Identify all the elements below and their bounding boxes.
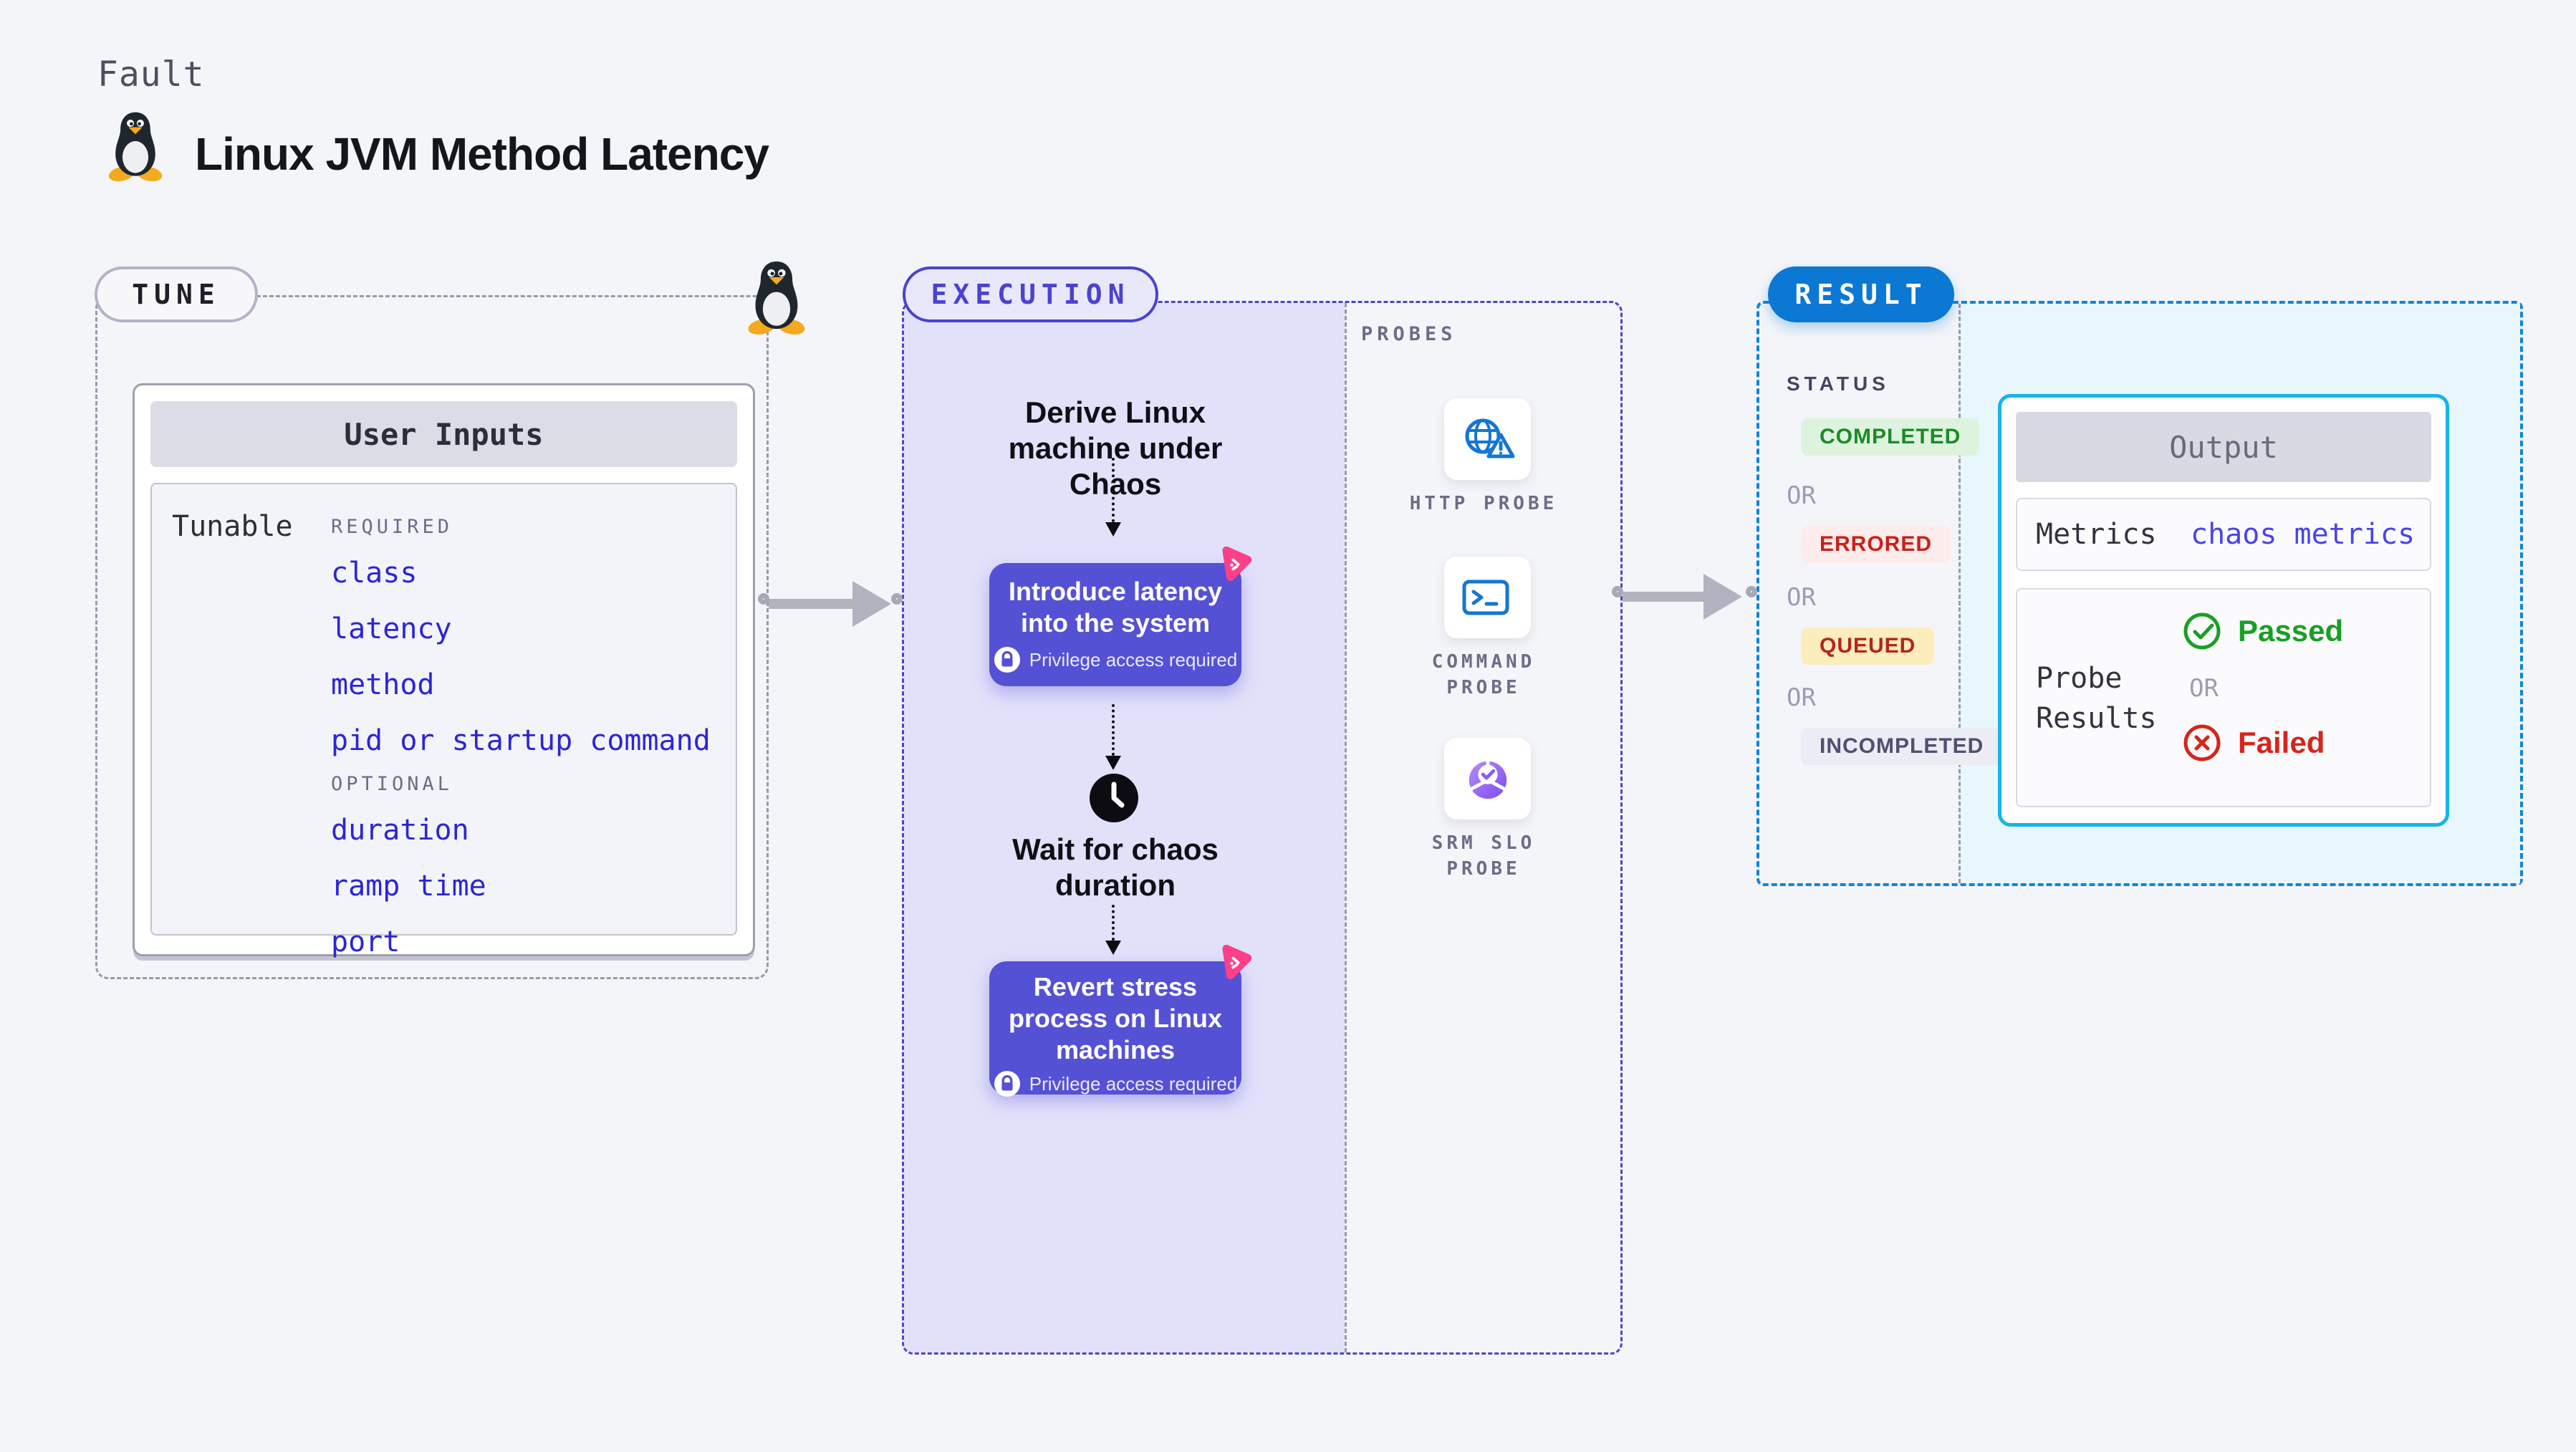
optional-label: OPTIONAL [331, 773, 453, 795]
status-badge-completed: COMPLETED [1801, 418, 1980, 456]
execution-flow-background [904, 303, 1345, 1352]
privilege-note: Privilege access required [989, 1070, 1241, 1097]
x-circle-icon [2183, 724, 2221, 761]
action-title: Revert stress process on Linux machines [1008, 972, 1223, 1064]
srm-slo-probe-card[interactable] [1444, 738, 1531, 819]
or-separator: OR [2189, 674, 2219, 703]
probe-results-row: Probe Results Passed OR [2016, 588, 2431, 807]
probe-results-label: Probe Results [2036, 662, 2157, 735]
page-title: Linux JVM Method Latency [195, 128, 769, 180]
connector-endpoint [891, 593, 903, 605]
step-wait-duration: Wait for chaos duration [1012, 832, 1219, 902]
flow-dotted-line [1112, 458, 1115, 522]
execution-badge: EXECUTION [903, 266, 1158, 322]
metrics-value[interactable]: chaos metrics [2191, 518, 2416, 551]
privilege-note-text: Privilege access required [1029, 648, 1238, 670]
privilege-note-text: Privilege access required [1029, 1072, 1238, 1095]
tune-to-execution-connector [769, 599, 855, 609]
status-badge-queued: QUEUED [1801, 628, 1935, 665]
lock-icon [994, 1070, 1020, 1097]
privilege-note: Privilege access required [989, 646, 1241, 673]
tunable-label: Tunable [172, 510, 293, 543]
introduce-latency-action[interactable]: Introduce latency into the system Privil… [989, 563, 1241, 686]
slo-donut-check-icon [1469, 759, 1506, 799]
tunable-item-method[interactable]: method [331, 668, 435, 701]
execution-section: Derive Linux machine under Chaos Introdu… [902, 301, 1623, 1355]
metrics-row: Metrics chaos metrics [2016, 498, 2431, 571]
or-separator: OR [1787, 683, 1816, 712]
failed-label: Failed [2238, 726, 2325, 759]
tunable-item-port[interactable]: port [331, 925, 400, 958]
execution-to-result-connector [1623, 592, 1706, 602]
fault-eyebrow: Fault [97, 54, 205, 95]
or-separator: OR [1787, 583, 1816, 612]
tunable-item-pid[interactable]: pid or startup command [331, 724, 711, 757]
passed-label: Passed [2238, 614, 2344, 648]
tunable-item-duration[interactable]: duration [331, 814, 469, 847]
flow-dotted-line [1112, 704, 1115, 756]
output-header: Output [2016, 412, 2431, 482]
user-inputs-card: User Inputs Tunable REQUIRED class laten… [133, 383, 755, 958]
required-label: REQUIRED [331, 516, 453, 538]
tune-section: User Inputs Tunable REQUIRED class laten… [95, 295, 769, 979]
tunable-item-ramp-time[interactable]: ramp time [331, 870, 486, 903]
http-probe-card[interactable] [1444, 398, 1531, 480]
probes-label: PROBES [1361, 323, 1457, 345]
arrow-head-icon [1105, 941, 1121, 955]
result-section: STATUS COMPLETED OR ERRORED OR QUEUED OR… [1756, 301, 2523, 886]
tunable-items: REQUIRED class latency method pid or sta… [331, 484, 736, 958]
globe-alert-icon [1465, 418, 1514, 458]
status-badge-incompleted: INCOMPLETED [1801, 728, 2003, 765]
user-inputs-body: Tunable REQUIRED class latency method pi… [150, 483, 737, 958]
status-heading: STATUS [1787, 372, 1890, 395]
check-circle-icon [2183, 612, 2221, 650]
arrow-head-icon [1105, 756, 1121, 770]
failed-line: Failed [2182, 723, 2343, 763]
step-derive-machine: Derive Linux machine under Chaos [1008, 395, 1223, 501]
terminal-icon [1462, 580, 1509, 615]
linux-penguin-icon [108, 112, 163, 182]
srm-slo-probe-label: SRM SLO PROBE [1431, 832, 1536, 880]
linux-penguin-icon [748, 261, 805, 335]
chaos-logo-icon [1222, 944, 1252, 980]
clock-icon [1090, 774, 1138, 822]
command-probe-label: COMMAND PROBE [1431, 651, 1536, 698]
arrow-head-icon [1703, 574, 1742, 620]
connector-endpoint [758, 593, 769, 605]
tune-badge: TUNE [95, 266, 258, 322]
action-title: Introduce latency into the system [1008, 577, 1223, 638]
revert-stress-action[interactable]: Revert stress process on Linux machines … [989, 961, 1241, 1097]
arrow-head-icon [1105, 522, 1121, 537]
user-inputs-header: User Inputs [150, 401, 737, 467]
metrics-label: Metrics [2036, 518, 2157, 551]
tunable-item-class[interactable]: class [331, 557, 418, 590]
result-badge: RESULT [1768, 266, 1954, 322]
or-separator: OR [1787, 481, 1816, 510]
lock-icon [994, 646, 1020, 673]
arrow-head-icon [852, 581, 891, 627]
passed-line: Passed [2182, 611, 2343, 651]
output-card: Output Metrics chaos metrics Probe Resul… [1998, 394, 2449, 827]
probe-results-values: Passed OR Failed [2182, 611, 2343, 763]
flow-dotted-line [1112, 905, 1115, 941]
probes-column: PROBES HTTP PROBE COMMA [1345, 303, 1620, 1352]
status-badge-errored: ERRORED [1801, 526, 1951, 563]
connector-endpoint [1746, 586, 1757, 597]
connector-endpoint [1612, 586, 1623, 597]
command-probe-card[interactable] [1444, 557, 1531, 638]
http-probe-label: HTTP PROBE [1409, 493, 1558, 514]
tunable-item-latency[interactable]: latency [331, 612, 452, 645]
chaos-logo-icon [1222, 546, 1252, 582]
